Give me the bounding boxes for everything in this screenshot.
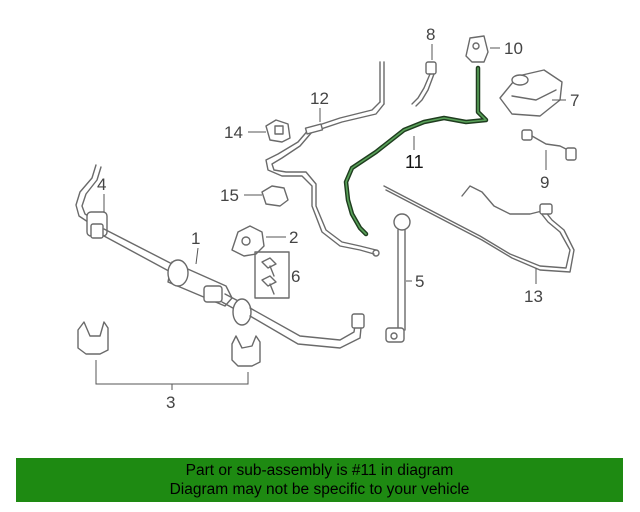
callout-6: 6 — [291, 267, 300, 286]
callout-3: 3 — [166, 393, 175, 412]
callout-7: 7 — [570, 91, 579, 110]
banner-line-2: Diagram may not be specific to your vehi… — [169, 481, 470, 498]
part-1-stabilizer-bar — [103, 228, 365, 349]
callout-9: 9 — [540, 173, 549, 192]
part-3-bushings — [77, 321, 261, 367]
part-11-pressure-hose — [343, 65, 489, 237]
part-2-bracket — [231, 225, 265, 257]
callout-14: 14 — [224, 123, 243, 142]
part-7-reservoir — [499, 69, 563, 117]
banner-line-1: Part or sub-assembly is #11 in diagram — [185, 462, 454, 479]
part-12-hose — [265, 61, 385, 257]
callout-5: 5 — [415, 272, 424, 291]
leader-lines — [95, 44, 566, 390]
part-15-clip — [261, 185, 289, 207]
callout-10: 10 — [504, 39, 523, 58]
part-5-end-link — [385, 213, 411, 343]
callout-13: 13 — [524, 287, 543, 306]
callout-4: 4 — [97, 175, 106, 194]
callout-11: 11 — [405, 152, 424, 172]
part-4-end-link — [75, 164, 108, 239]
part-8-pipe — [411, 61, 437, 107]
callout-1: 1 — [191, 229, 200, 248]
callout-2: 2 — [289, 228, 298, 247]
part-9-sensor-lead — [521, 129, 577, 161]
part-14-sensor — [265, 119, 291, 143]
part-10-bracket — [465, 35, 489, 63]
callouts: 1 2 3 4 5 6 7 8 9 10 11 12 13 14 15 — [97, 25, 579, 412]
callout-15: 15 — [220, 186, 239, 205]
part-6-bolts — [254, 251, 290, 299]
parts-diagram: 1 2 3 4 5 6 7 8 9 10 11 12 13 14 15 — [75, 25, 579, 412]
part-info-banner: Part or sub-assembly is #11 in diagram D… — [16, 458, 623, 502]
callout-12: 12 — [310, 89, 329, 108]
part-13-hose — [383, 185, 575, 273]
callout-8: 8 — [426, 25, 435, 44]
